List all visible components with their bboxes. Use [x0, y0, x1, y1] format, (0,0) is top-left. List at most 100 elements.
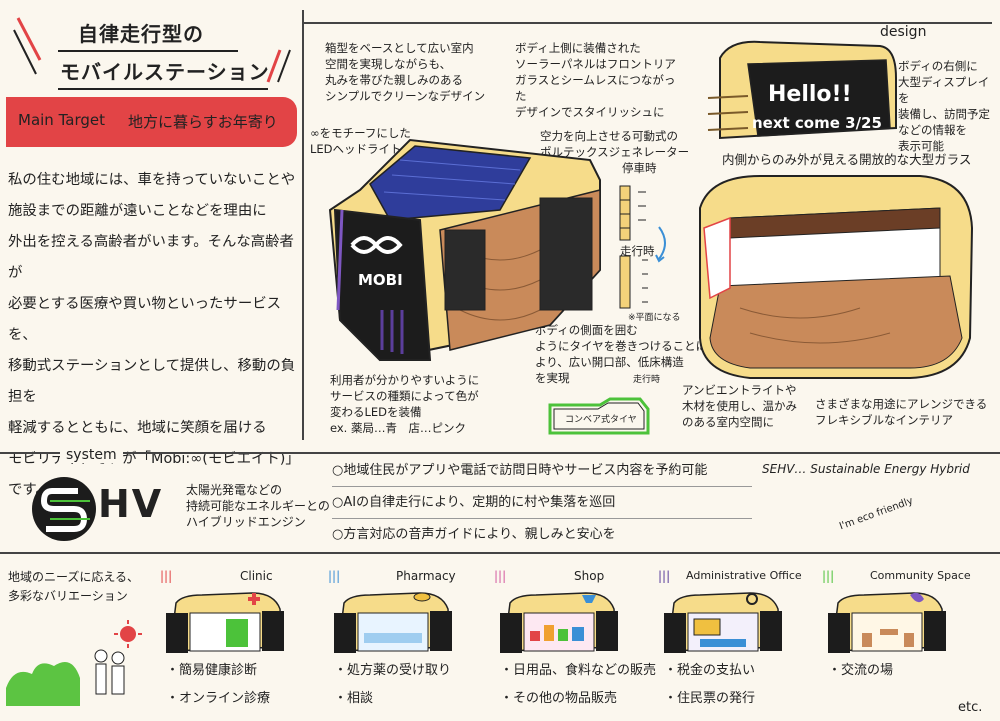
- service-text: 処方薬の受け取り: [347, 663, 452, 678]
- note-line: ポルテックスジェネレーター: [540, 145, 690, 159]
- note-line: ex. 薬局…青 店…ピンク: [330, 421, 466, 435]
- note-line: フレキシブルなインテリア: [815, 413, 953, 427]
- note-line: のある室内空間に: [682, 415, 774, 429]
- etc-label: etc.: [958, 700, 983, 715]
- spoiler-diagram: [619, 185, 648, 309]
- note-line: 多彩なバリエーション: [8, 589, 128, 603]
- note-line: などの情報を: [898, 123, 967, 137]
- note-flat: ※平面になる: [628, 313, 681, 323]
- display-hello: Hello!!: [768, 82, 852, 107]
- admin-van: [664, 592, 782, 653]
- note-line: 装備し、訪問予定: [898, 107, 990, 121]
- sehv-expansion: SEHV… Sustainable Energy Hybrid: [762, 462, 970, 476]
- note-line: 空力を向上させる可動式の: [540, 129, 678, 143]
- vehicle-illustration: MOBI: [328, 138, 601, 362]
- service-text: 交流の場: [841, 663, 894, 678]
- pharmacy-van: [334, 592, 452, 653]
- main-target-banner: Main Target 地方に暮らすお年寄り: [6, 97, 297, 147]
- note-line: アンビエントライトや: [682, 383, 797, 397]
- note-glass: 内側からのみ外が見える開放的な大型ガラス: [722, 152, 972, 167]
- note-line: 箱型をベースとして広い室内: [325, 41, 474, 55]
- note-line: 木材を使用し、温かみ: [682, 399, 797, 413]
- service-line: ・処方薬の受け取り: [334, 663, 452, 678]
- system-bullets: ○地域住民がアプリや電話で訪問日時やサービス内容を予約可能 ○AIの自律走行によ…: [332, 455, 762, 551]
- system-desc: 太陽光発電などの 持続可能なエネルギーとの ハイブリッドエンジン: [186, 482, 336, 530]
- variation-heading: 地域のニーズに応える、 多彩なバリエーション: [8, 568, 139, 606]
- bullet-text: AIの自律走行により、定期的に村や集落を巡回: [343, 495, 616, 510]
- service-text: 簡易健康診断: [179, 663, 258, 678]
- service-line: ・相談: [334, 691, 374, 706]
- note-line: デザインでスタイリッシュに: [515, 105, 665, 119]
- title-underline: [58, 50, 238, 52]
- note-display: ボディの右側に 大型ディスプレイを 装備し、訪問予定 などの情報を 表示可能: [898, 58, 998, 154]
- community-van: [828, 592, 946, 653]
- service-text: 税金の支払い: [677, 663, 756, 678]
- note-line: シンプルでクリーンなデザイン: [325, 89, 486, 103]
- variation-name: Pharmacy: [396, 569, 456, 583]
- note-flex: さまざまな用途にアレンジできる フレキシブルなインテリア: [815, 396, 995, 428]
- title-line2: モバイルステーション: [60, 60, 270, 84]
- title-underline-2: [58, 88, 268, 90]
- note-line: ボディの右側に: [898, 59, 978, 73]
- note-line: を実現: [535, 371, 570, 385]
- system-bullet: ○AIの自律走行により、定期的に村や集落を巡回: [332, 495, 616, 510]
- variation-name: Shop: [574, 569, 605, 583]
- elderly-scene-illustration: [6, 620, 142, 706]
- note-box-shape: 箱型をベースとして広い室内 空間を実現しながらも、 丸みを帯びた親しみのある シ…: [325, 40, 505, 104]
- note-line: 空間を実現しながらも、: [325, 57, 452, 71]
- note-ambient: アンビエントライトや 木材を使用し、温かみ のある室内空間に: [682, 382, 812, 430]
- system-bullet: ○方言対応の音声ガイドにより、親しみと安心を: [332, 527, 616, 542]
- service-line: ・日用品、食料などの販売: [500, 663, 657, 678]
- variation-name: Clinic: [240, 569, 273, 583]
- note-run: 走行時: [620, 244, 655, 258]
- divider-variation: [0, 552, 1000, 554]
- service-text: 住民票の発行: [677, 691, 756, 706]
- note-line: さまざまな用途にアレンジできる: [815, 397, 988, 411]
- design-label: design: [880, 24, 927, 40]
- note-line: 利用者が分かりやすいように: [330, 373, 480, 387]
- bullet-divider: [332, 518, 752, 519]
- divider-vertical: [302, 10, 304, 440]
- bullet-divider: [332, 486, 752, 487]
- note-line: ∞をモチーフにした: [310, 126, 411, 140]
- system-bullet: ○地域住民がアプリや電話で訪問日時やサービス内容を予約可能: [332, 463, 708, 478]
- note-line: ボディ上側に装備された: [515, 41, 641, 55]
- sehv-logo-mark: [32, 477, 96, 541]
- note-run-small: 走行時: [633, 375, 661, 385]
- service-line: ・オンライン診療: [166, 691, 271, 706]
- note-conveyor: コンベア式タイヤ: [565, 415, 637, 425]
- service-line: ・住民票の発行: [664, 691, 756, 706]
- divider-system: [0, 452, 1000, 454]
- system-label: system: [60, 447, 123, 463]
- note-line: ハイブリッドエンジン: [186, 515, 306, 529]
- intro-paragraph: 私の住む地域には、車を持っていないことや 施設までの距離が遠いことなどを理由に …: [8, 165, 300, 506]
- sehv-logo-text: HV: [98, 482, 164, 526]
- interior-illustration: [699, 175, 974, 379]
- intro-line: 必要とする医療や買い物といったサービスを、: [8, 296, 281, 343]
- display-next: next come 3/25: [752, 114, 882, 132]
- note-line: LEDヘッドライト: [310, 142, 402, 156]
- note-stop: 停車時: [622, 161, 657, 175]
- variation-name: Community Space: [870, 569, 971, 582]
- note-line: ガラスとシームレスにつながった: [515, 73, 676, 103]
- variation-name: Administrative Office: [686, 569, 802, 582]
- main-target-value: 地方に暮らすお年寄り: [128, 113, 278, 131]
- service-line: ・その他の物品販売: [500, 691, 618, 706]
- variation-list: ||| Clinic ・簡易健康診断 ・オンライン診療 ||| Pharmacy…: [160, 565, 990, 721]
- divider-top: [302, 22, 992, 24]
- intro-line: 移動式ステーションとして提供し、移動の負担を: [8, 358, 296, 405]
- eco-friendly-note: I'm eco friendly: [838, 495, 915, 533]
- note-solar: ボディ上側に装備された ソーラーパネルはフロントリア ガラスとシームレスにつなが…: [515, 40, 685, 120]
- service-text: その他の物品販売: [513, 691, 618, 706]
- intro-line: 軽減するとともに、地域に笑顔を届ける: [8, 420, 267, 436]
- note-line: 表示可能: [898, 139, 944, 153]
- intro-line: 施設までの距離が遠いことなどを理由に: [8, 203, 267, 219]
- intro-line: 外出を控える高齢者がいます。そんな高齢者が: [8, 234, 294, 281]
- title-slashes: [13, 17, 291, 83]
- note-line: ようにタイヤを巻きつけることに: [535, 339, 708, 353]
- note-line: 丸みを帯びた親しみのある: [325, 73, 463, 87]
- clinic-van: [166, 592, 284, 653]
- bullet-text: 方言対応の音声ガイドにより、親しみと安心を: [343, 527, 616, 542]
- note-line: より、広い開口部、低床構造: [535, 355, 684, 369]
- mobi-plate: MOBI: [358, 271, 403, 289]
